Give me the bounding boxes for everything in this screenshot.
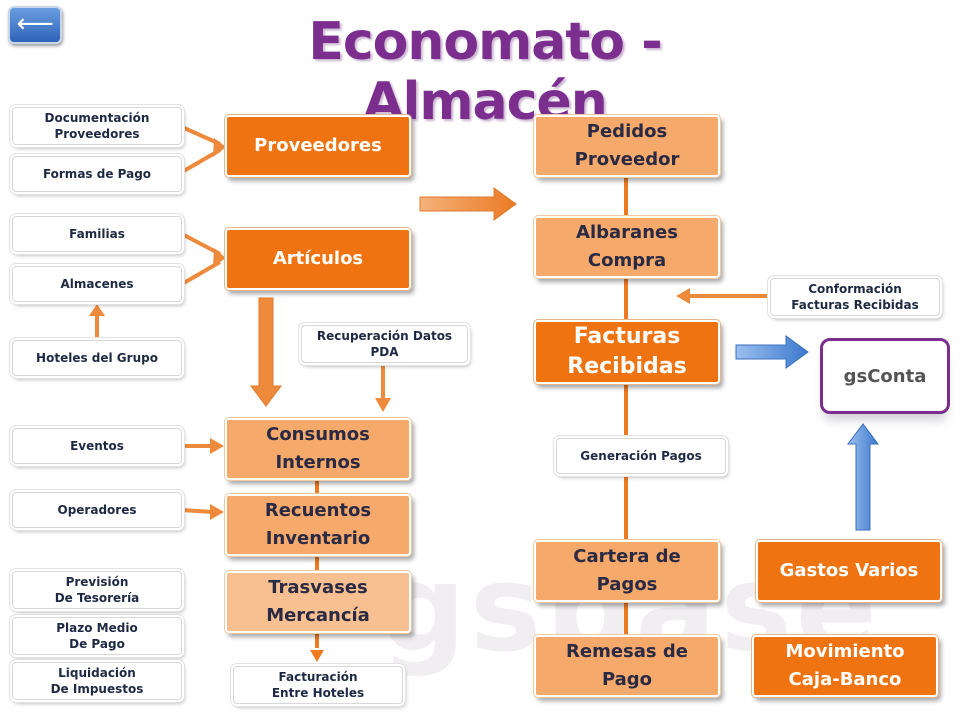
node-movimiento-caja-banco[interactable]: Movimiento Caja-Banco [752,635,938,697]
big-arrow-articulos-consumos [250,297,282,407]
arrowhead-proveedores [213,138,226,157]
node-conformacion-facturas-recibidas[interactable]: Conformación Facturas Recibidas [770,278,940,316]
arrowhead-conformacion [676,288,690,304]
node-gastos-varios[interactable]: Gastos Varios [756,540,942,602]
node-cartera-de-pagos[interactable]: Cartera de Pagos [534,540,720,602]
node-pedidos-proveedor[interactable]: Pedidos Proveedor [534,115,720,177]
node-albaranes-compra[interactable]: Albaranes Compra [534,216,720,278]
arrowhead-operadores [210,504,224,520]
arrowhead-almacenes [89,304,105,316]
arrowhead-recuperacion [375,398,391,412]
node-operadores[interactable]: Operadores [12,492,182,528]
node-remesas-de-pago[interactable]: Remesas de Pago [534,635,720,697]
node-liquidacion-impuestos[interactable]: Liquidación De Impuestos [12,662,182,700]
node-facturacion-entre-hoteles[interactable]: Facturación Entre Hoteles [233,666,403,704]
node-recuperacion-datos-pda[interactable]: Recuperación Datos PDA [301,325,468,363]
node-hoteles-del-grupo[interactable]: Hoteles del Grupo [12,340,182,376]
node-gsconta[interactable]: gsConta [820,338,950,414]
node-plazo-medio-pago[interactable]: Plazo Medio De Pago [12,617,182,655]
big-arrow-proveedores-pedidos [419,187,517,221]
node-trasvases-mercancia[interactable]: Trasvases Mercancía [225,571,411,633]
arrowhead-trasvases-facturacion [310,650,324,662]
node-prevision-tesoreria[interactable]: Previsión De Tesorería [12,571,182,609]
node-facturas-recibidas[interactable]: Facturas Recibidas [534,320,720,384]
node-recuentos-inventario[interactable]: Recuentos Inventario [225,494,411,556]
back-arrow-button[interactable]: ⟵ [8,6,62,44]
arrow-operadores-recuentos [181,508,213,514]
node-articulos[interactable]: Artículos [225,228,411,290]
node-almacenes[interactable]: Almacenes [12,266,182,302]
big-arrow-facturas-gsconta [735,335,809,369]
left-arrow-icon: ⟵ [16,9,54,39]
node-formas-de-pago[interactable]: Formas de Pago [12,156,182,192]
node-familias[interactable]: Familias [12,216,182,252]
arrowhead-articulos [213,248,226,267]
arrow-familias-articulos [181,232,221,256]
node-proveedores[interactable]: Proveedores [225,115,411,177]
node-generacion-pagos[interactable]: Generación Pagos [556,438,726,474]
node-consumos-internos[interactable]: Consumos Internos [225,418,411,480]
gsconta-logo-text: gsConta [843,365,927,387]
arrowhead-eventos [210,438,224,454]
node-documentacion-proveedores[interactable]: Documentación Proveedores [12,107,182,145]
node-eventos[interactable]: Eventos [12,428,182,464]
arrow-doc-proveedores [181,125,221,146]
big-arrow-gastos-gsconta [847,423,879,531]
